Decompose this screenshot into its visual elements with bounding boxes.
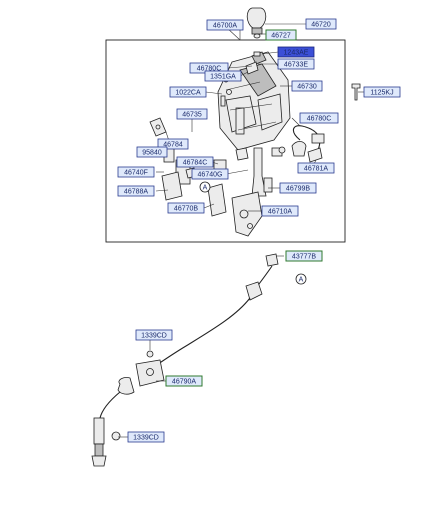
part-label-46784[interactable]: 46784	[157, 138, 189, 150]
part-label-46799B[interactable]: 46799B	[279, 182, 317, 194]
callout-a-2: A	[295, 273, 307, 285]
part-number-text: 46780C	[307, 116, 332, 123]
part-number-text: 46788A	[124, 189, 148, 196]
part-label-46770B[interactable]: 46770B	[167, 202, 205, 214]
part-label-46784C[interactable]: 46784C	[176, 156, 214, 168]
part-number-text: 1339CD	[133, 435, 159, 442]
part-number-text: 46790A	[172, 379, 196, 386]
part-number-text: 46727	[271, 33, 291, 40]
part-number-text: 1243AE	[284, 50, 309, 57]
part-number-text: 46799B	[286, 186, 310, 193]
sensor-cable-drawing	[278, 125, 325, 163]
part-number-text: 46784	[163, 142, 183, 149]
part-number-text: 46781A	[304, 166, 328, 173]
shift-cable-drawing	[91, 253, 279, 467]
part-number-text: 46710A	[268, 209, 292, 216]
part-number-text: 46770B	[174, 206, 198, 213]
part-label-46727[interactable]: 46727	[265, 29, 297, 41]
lever-arm-drawing	[231, 147, 273, 237]
shift-knob-drawing	[246, 7, 267, 39]
part-label-43777B[interactable]: 43777B	[285, 250, 323, 262]
part-label-1125KJ[interactable]: 1125KJ	[363, 86, 401, 98]
part-label-46740F[interactable]: 46740F	[117, 166, 155, 178]
part-label-46710A[interactable]: 46710A	[261, 205, 299, 217]
part-label-46733E[interactable]: 46733E	[277, 58, 315, 70]
callout-a-2-text: A	[299, 277, 304, 284]
part-label-1351GA[interactable]: 1351GA	[204, 70, 242, 82]
part-number-text: 1339CD	[141, 333, 167, 340]
part-number-text: 46733E	[284, 62, 308, 69]
part-label-46780C-right[interactable]: 46780C	[299, 112, 339, 124]
part-number-text: 46780C	[197, 66, 222, 73]
part-number-text: 46700A	[213, 23, 237, 30]
part-number-text: 46740G	[198, 172, 223, 179]
part-number-text: 1351GA	[210, 74, 236, 81]
part-label-46735[interactable]: 46735	[176, 108, 208, 120]
part-number-text: 1125KJ	[370, 90, 393, 97]
part-number-text: 46735	[182, 112, 202, 119]
callout-a-1: A	[199, 181, 211, 193]
part-label-46740G[interactable]: 46740G	[191, 168, 229, 180]
part-label-46788A[interactable]: 46788A	[117, 185, 155, 197]
part-number-text: 46784C	[183, 160, 208, 167]
part-label-1339CD-bottom[interactable]: 1339CD	[127, 431, 165, 443]
part-number-text: 1022CA	[175, 90, 201, 97]
leader-lines	[118, 23, 364, 438]
part-label-1339CD-top[interactable]: 1339CD	[135, 329, 173, 341]
part-label-46790A[interactable]: 46790A	[165, 375, 203, 387]
assembly-frame	[105, 39, 346, 243]
part-label-1243AE[interactable]: 1243AE	[277, 46, 315, 58]
part-number-text: 46730	[297, 84, 317, 91]
part-label-1022CA[interactable]: 1022CA	[169, 86, 207, 98]
part-label-46730[interactable]: 46730	[291, 80, 323, 92]
part-label-46781A[interactable]: 46781A	[297, 162, 335, 174]
part-label-46720[interactable]: 46720	[305, 18, 337, 30]
part-number-text: 95840	[142, 150, 162, 157]
part-number-text: 43777B	[292, 254, 316, 261]
callout-a-1-text: A	[203, 185, 208, 192]
part-label-46700A[interactable]: 46700A	[206, 19, 244, 31]
part-number-text: 46740F	[124, 170, 148, 177]
part-label-95840[interactable]: 95840	[136, 146, 168, 158]
part-number-text: 46720	[311, 22, 331, 29]
